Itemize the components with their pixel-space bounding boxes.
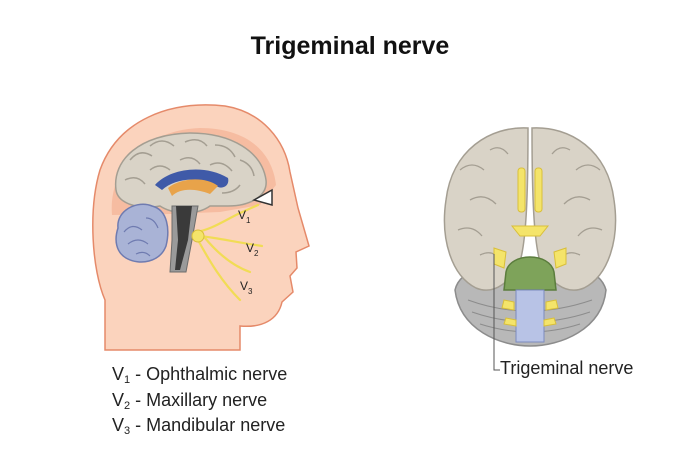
thalamus [168, 179, 218, 196]
medulla [515, 289, 545, 343]
trigeminal-nerve-roots [493, 247, 567, 269]
brain-folds [124, 139, 255, 194]
cerebellum [115, 203, 169, 263]
pons [503, 256, 557, 291]
legend-item: V1 - Ophthalmic nerve [112, 364, 288, 386]
label-v2: V2 [246, 241, 259, 258]
legend-item: V3 - Mandibular nerve [112, 415, 286, 437]
spinal-canal [175, 206, 192, 270]
callout-leader-line [493, 254, 500, 371]
nerve-legend: V1 - Ophthalmic nerve V2 - Maxillary ner… [112, 364, 288, 442]
head-illustration: V1 V2 V3 [92, 104, 310, 351]
trigeminal-callout-label: Trigeminal nerve [500, 358, 634, 378]
olfactory-tracts [517, 167, 543, 213]
corpus-callosum [155, 169, 229, 190]
diagram-title: Trigeminal nerve [250, 32, 450, 60]
label-v1: V1 [238, 208, 251, 225]
optic-chiasm [510, 225, 550, 237]
brain-inferior-view [443, 127, 617, 371]
lower-cranial-nerves [501, 299, 559, 327]
trigeminal-ganglion [191, 229, 205, 243]
label-v3: V3 [240, 279, 253, 296]
legend-item: V2 - Maxillary nerve [112, 389, 268, 412]
eye [252, 188, 273, 206]
